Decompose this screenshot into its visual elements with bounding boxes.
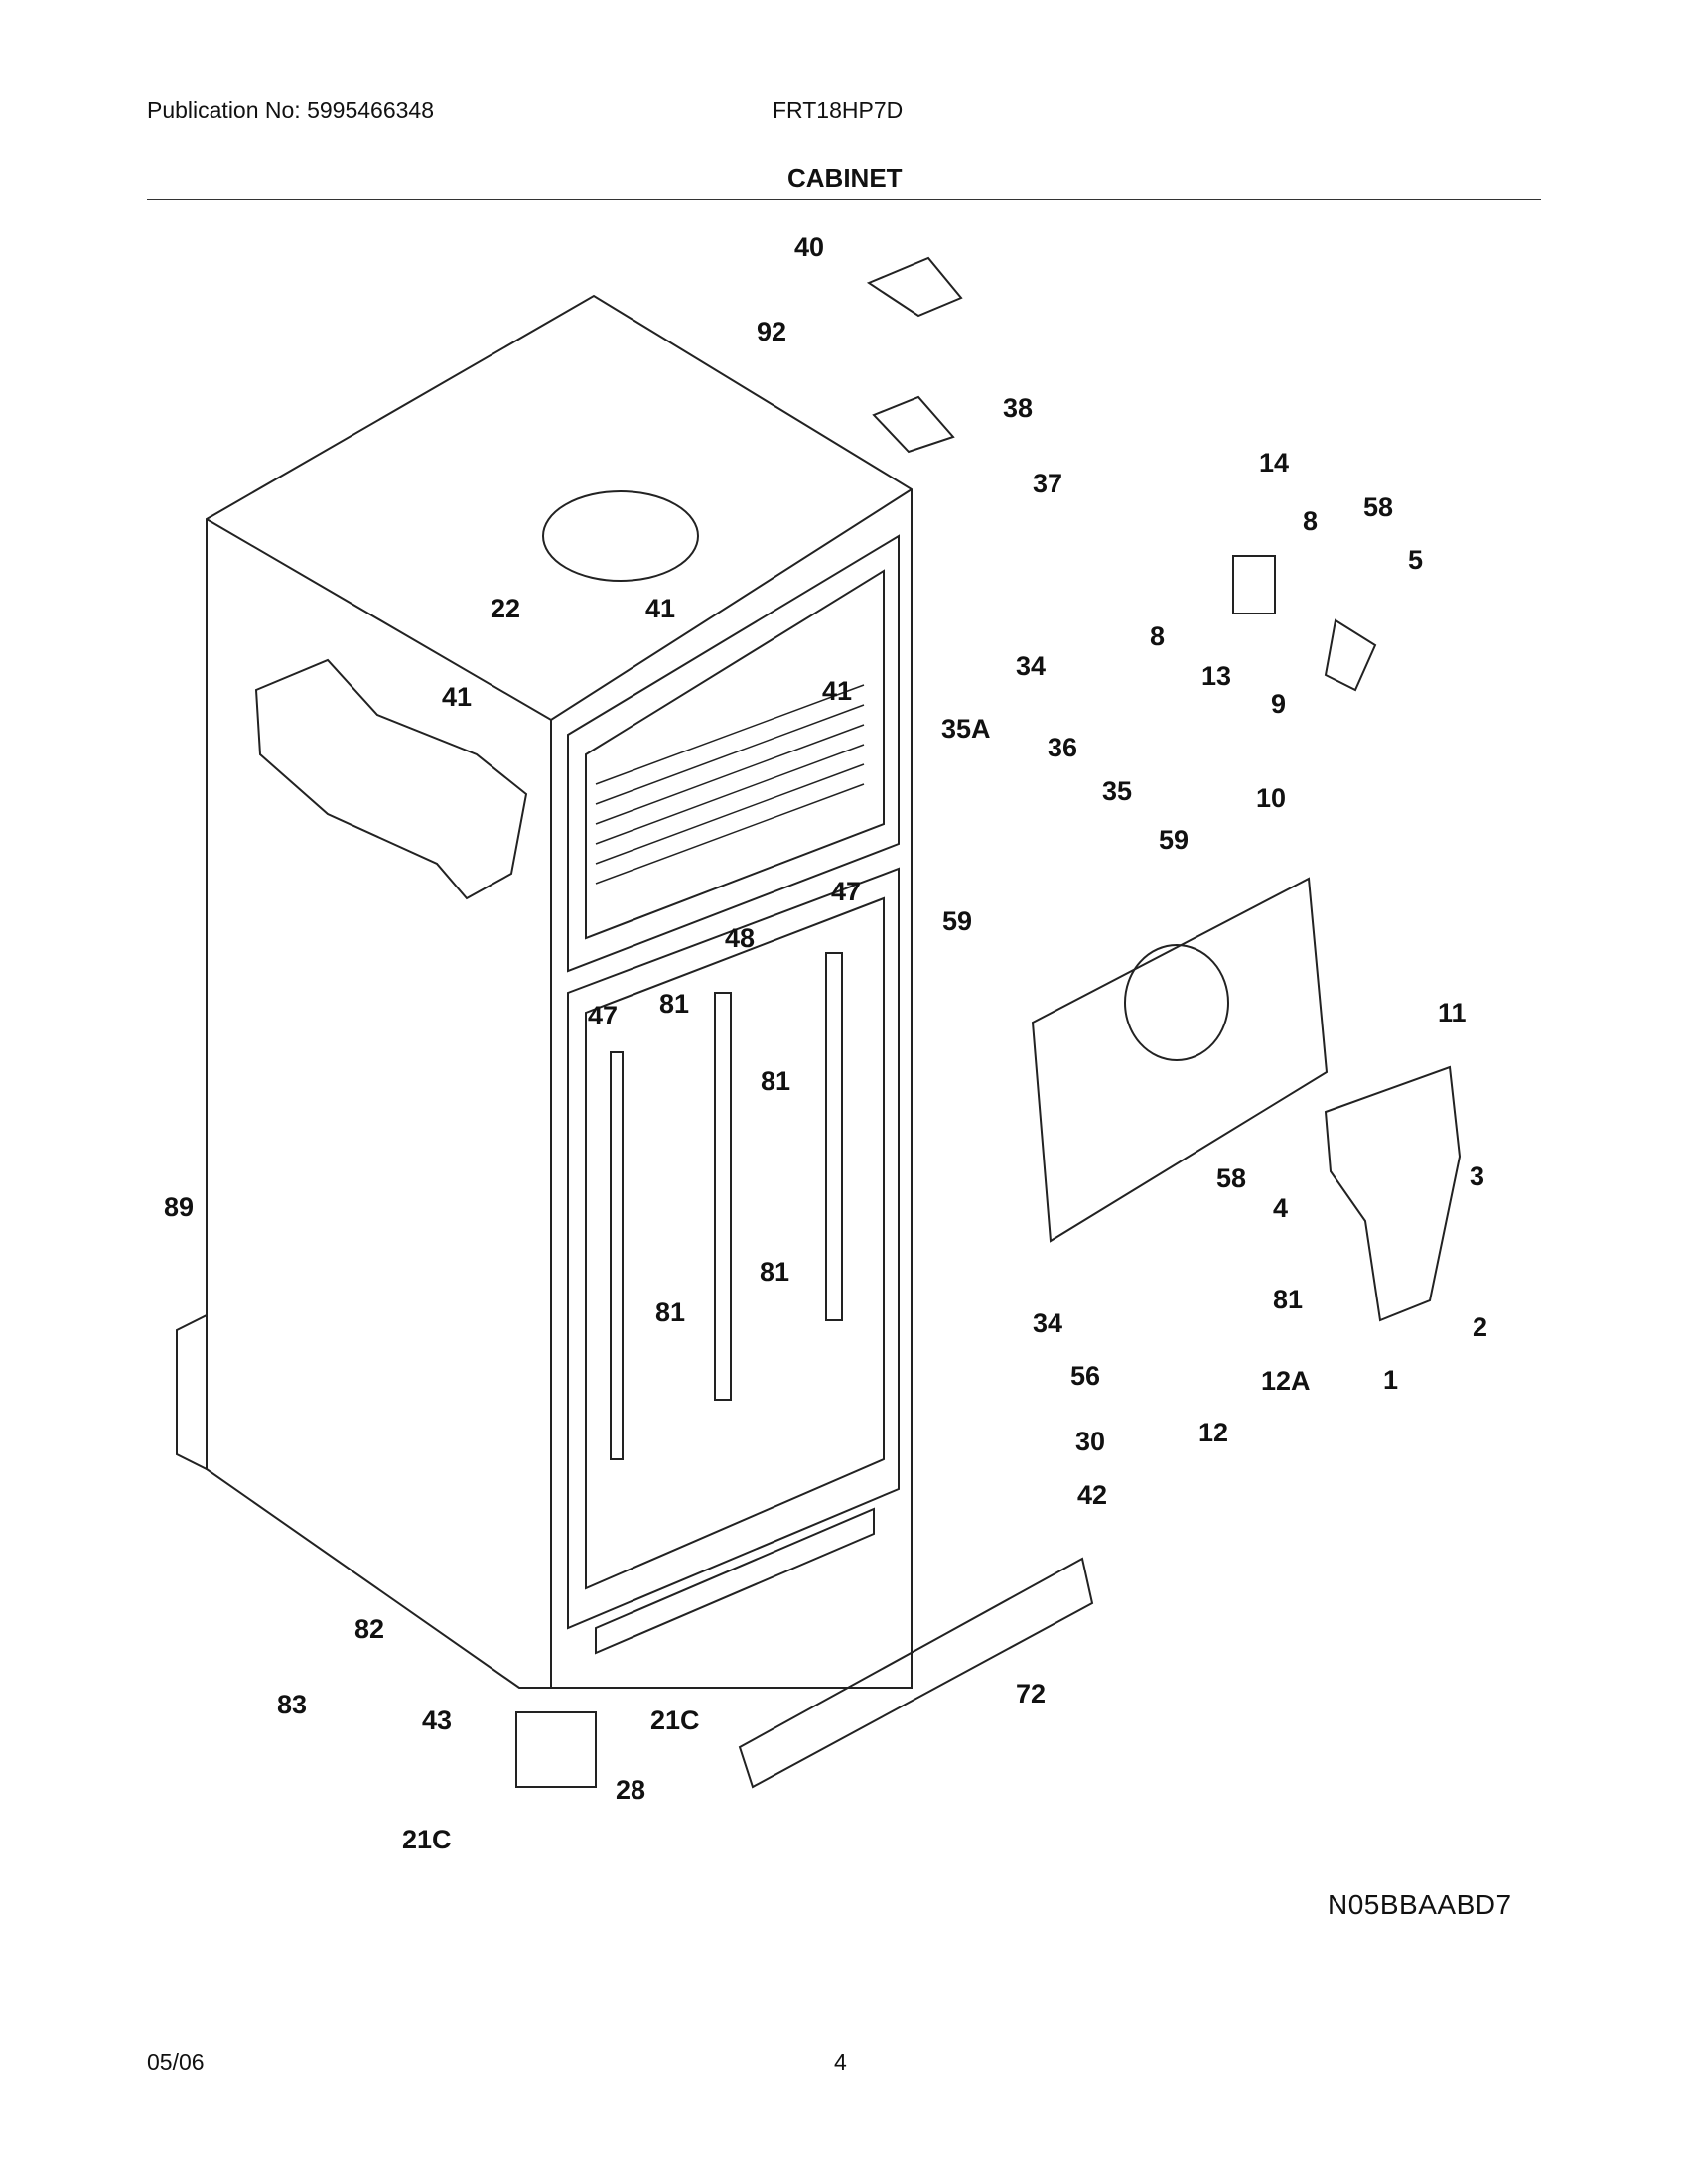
side-insulation <box>254 658 528 900</box>
hinge-cover <box>866 256 963 318</box>
evaporator-cover <box>1031 877 1329 1243</box>
cabinet-shell <box>206 294 913 1689</box>
callout-label: 22 <box>491 594 520 623</box>
callout-label: 81 <box>1273 1285 1303 1314</box>
air-duct <box>1324 1065 1462 1322</box>
fan-blade <box>1324 618 1377 692</box>
model-number: FRT18HP7D <box>773 97 904 123</box>
callout-label: 4 <box>1273 1193 1288 1223</box>
bottom-vent <box>595 1507 875 1655</box>
callout-label: 34 <box>1016 651 1046 681</box>
callout-label: 35A <box>941 714 991 744</box>
shelf-support-left <box>610 1051 624 1460</box>
callout-label: 21C <box>650 1706 700 1735</box>
callout-label: 41 <box>442 682 472 712</box>
top-dome <box>542 490 699 582</box>
publication-number: Publication No: 5995466348 <box>147 97 435 123</box>
callout-label: 35 <box>1102 776 1132 806</box>
callout-label: 41 <box>645 594 675 623</box>
callout-label: 81 <box>659 989 689 1019</box>
callout-label: 3 <box>1470 1161 1484 1191</box>
shelf-support-center <box>714 992 732 1401</box>
callout-label: 59 <box>942 906 972 936</box>
callout-label: 8 <box>1303 506 1318 536</box>
callout-label: 42 <box>1077 1480 1107 1510</box>
callout-label: 58 <box>1216 1163 1246 1193</box>
fresh-food-liner <box>585 896 885 1590</box>
freezer-liner <box>585 569 885 940</box>
cabinet-front-edge <box>206 488 913 722</box>
freezer-ribs <box>595 684 865 885</box>
callout-labels: 40 92 38 37 14 8 58 5 22 41 41 41 8 13 9… <box>164 232 1487 1854</box>
fan-motor <box>1232 555 1276 614</box>
callout-label: 40 <box>794 232 824 262</box>
header-rule <box>147 199 1541 200</box>
callout-label: 12 <box>1198 1418 1228 1447</box>
callout-label: 56 <box>1070 1361 1100 1391</box>
fresh-food-opening <box>567 867 900 1630</box>
callout-label: 2 <box>1473 1312 1487 1342</box>
callout-label: 5 <box>1408 545 1423 575</box>
relay-bracket <box>515 1711 597 1788</box>
callout-label: 34 <box>1033 1308 1062 1338</box>
callout-label: 37 <box>1033 469 1062 498</box>
footer-date: 05/06 <box>147 2049 205 2075</box>
diagram-code: N05BBAABD7 <box>1328 1889 1512 1920</box>
callout-label: 59 <box>1159 825 1189 855</box>
page-number: 4 <box>834 2049 847 2075</box>
callout-label: 11 <box>1438 998 1467 1027</box>
callout-label: 81 <box>761 1066 790 1096</box>
callout-label: 48 <box>725 923 755 953</box>
callout-label: 47 <box>831 877 861 906</box>
callout-label: 12A <box>1261 1366 1311 1396</box>
callout-label: 58 <box>1363 492 1393 522</box>
callout-label: 83 <box>277 1690 307 1719</box>
callout-label: 38 <box>1003 393 1033 423</box>
callout-label: 89 <box>164 1192 194 1222</box>
evaporator-cover-port <box>1124 944 1229 1061</box>
callout-label: 21C <box>402 1825 452 1854</box>
callout-label: 10 <box>1256 783 1286 813</box>
callout-label: 30 <box>1075 1427 1105 1456</box>
callout-label: 43 <box>422 1706 452 1735</box>
callout-label: 13 <box>1201 661 1231 691</box>
freezer-opening <box>567 534 900 973</box>
callout-label: 47 <box>588 1001 618 1030</box>
toe-grille <box>738 1557 1094 1789</box>
callout-label: 72 <box>1016 1679 1046 1708</box>
callout-label: 28 <box>616 1775 645 1805</box>
callout-label: 9 <box>1271 689 1286 719</box>
callout-label: 36 <box>1048 733 1077 762</box>
callout-label: 8 <box>1150 621 1165 651</box>
callout-label: 82 <box>354 1614 384 1644</box>
shelf-support-right <box>825 952 843 1321</box>
callout-label: 81 <box>760 1257 789 1287</box>
callout-label: 41 <box>822 676 852 706</box>
back-bracket <box>176 1313 208 1471</box>
page-title: CABINET <box>787 163 903 193</box>
callout-label: 92 <box>757 317 786 346</box>
callout-label: 81 <box>655 1297 685 1327</box>
top-hinge <box>872 395 955 454</box>
callout-label: 1 <box>1383 1365 1398 1395</box>
cabinet-drawing <box>176 256 1462 1789</box>
callout-label: 14 <box>1259 448 1289 478</box>
